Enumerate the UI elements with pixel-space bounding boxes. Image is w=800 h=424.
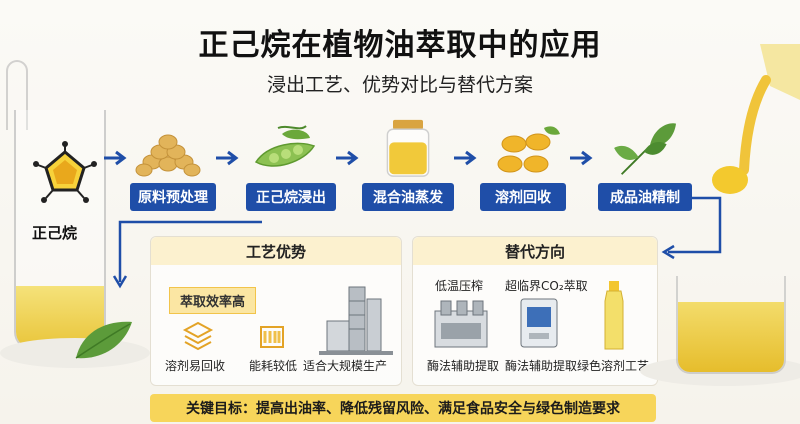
step-label-3: 混合油蒸发 (362, 183, 454, 211)
step-label-2: 正己烷浸出 (246, 183, 336, 211)
arrow-right-icon (454, 150, 477, 166)
flow-connector-left (112, 220, 262, 289)
alt-label-1: 酶法辅助提取 (427, 359, 500, 373)
alt-label-2: 酶法辅助提取 (505, 359, 578, 373)
leaf-decor-icon (75, 321, 132, 359)
oil-capsules-icon (497, 126, 560, 173)
oil-jar-icon (386, 119, 430, 177)
marble-plate-decor (0, 338, 150, 368)
advantage-label-2: 能耗较低 (249, 359, 298, 373)
right-beaker-image (676, 276, 786, 374)
alt-label-3: 绿色溶剂工艺 (577, 359, 650, 373)
efficiency-badge: 萃取效率高 (169, 287, 257, 314)
co2-extractor-icon (520, 298, 558, 348)
arrow-right-icon (570, 150, 593, 166)
alternatives-panel: 替代方向 低温压榨 超临界CO₂萃取 酶法辅助提取 酶法辅助提取 绿色溶剂工艺 (412, 236, 658, 386)
soybean-pod-icon (254, 125, 316, 167)
oil-bottle-icon (604, 281, 624, 350)
arrow-right-icon (216, 150, 239, 166)
advantages-title: 工艺优势 (151, 237, 401, 265)
key-goal-banner: 关键目标：提高出油率、降低残留风险、满足食品安全与绿色制造要求 (150, 394, 656, 422)
soybean-pile-icon (135, 134, 201, 177)
step-label-1: 原料预处理 (130, 183, 216, 211)
alternatives-title: 替代方向 (413, 237, 657, 265)
advantage-label-1: 溶剂易回收 (165, 359, 226, 373)
molecule-label: 正己烷 (32, 224, 78, 242)
pouring-bottle-decor (712, 44, 800, 194)
step-label-4: 溶剂回收 (480, 183, 566, 211)
hexane-molecule-icon (33, 141, 97, 203)
glass-tube-decor (6, 60, 28, 130)
factory-icon (319, 286, 393, 355)
advantage-label-3: 适合大规模生产 (303, 359, 388, 373)
arrow-right-icon (336, 150, 359, 166)
alt-top-label-2: 超临界CO₂萃取 (505, 279, 588, 293)
advantages-panel: 工艺优势 萃取效率高 溶剂易回收 能耗较低 适合大规模生产 (150, 236, 402, 386)
arrow-right-icon (104, 150, 127, 166)
energy-box-icon (260, 326, 284, 348)
layers-icon (182, 321, 214, 351)
leaf-branch-icon (614, 123, 676, 175)
press-machine-icon (434, 300, 488, 348)
page-subtitle: 浸出工艺、优势对比与替代方案 (266, 74, 533, 96)
step-label-5: 成品油精制 (598, 183, 692, 211)
left-beaker-image (14, 110, 106, 350)
page-title: 正己烷在植物油萃取中的应用 (198, 28, 602, 63)
alt-top-label-1: 低温压榨 (435, 279, 484, 293)
flow-connector-right (661, 196, 722, 260)
